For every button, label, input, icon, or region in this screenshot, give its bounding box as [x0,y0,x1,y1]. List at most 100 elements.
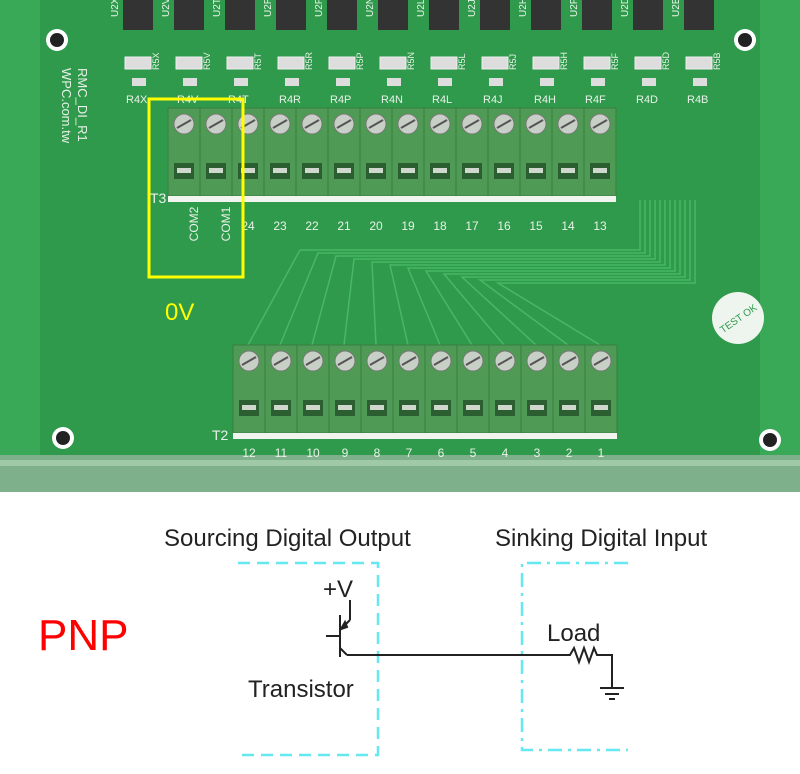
optocoupler: U2F R4F R5F [569,0,620,106]
ic-label: U2T [212,0,223,17]
resistor-label: R5F [610,52,620,70]
terminal-screw[interactable] [327,107,361,197]
terminal-screw[interactable] [360,344,394,434]
pcb-photo: U2XR4XR5XU2VR4VR5VU2TR4TR5TU2RR4RR5RU2PR… [0,0,800,492]
pin-label: COM1 [219,206,233,241]
resistor-label: R5X [151,52,161,70]
terminal-screw[interactable] [392,344,426,434]
ic-label: U2N [365,0,376,17]
terminal-screw[interactable] [584,344,618,434]
highlight-label: 0V [165,299,194,326]
pin-label: 12 [242,446,256,460]
pin-label: 19 [401,219,415,233]
terminal-screw[interactable] [519,107,553,197]
resistor-label: R5B [712,52,722,70]
right-title: Sinking Digital Input [495,525,707,552]
wiring-diagram: PNP Sourcing Digital Output Sinking Digi… [38,525,707,757]
ic-label: U2X [110,0,121,17]
optocoupler: U2P R4P R5P [314,0,365,106]
pin-label: 6 [438,446,445,460]
resistor-label: R5D [661,51,671,70]
terminal-screw[interactable] [423,107,457,197]
optocoupler: U2B R4B R5B [671,0,722,106]
left-title: Sourcing Digital Output [164,525,411,552]
resistor-label: R4F [585,94,606,106]
pin-label: 14 [561,219,575,233]
pin-label: 1 [598,446,605,460]
terminal-screw[interactable] [232,344,266,434]
transistor-symbol [326,600,351,657]
terminal-screw[interactable] [455,107,489,197]
test-ok-sticker: TEST OK [712,292,764,344]
terminal-screw[interactable] [487,107,521,197]
resistor-label: R4D [636,94,658,106]
resistor-label: R4B [687,94,708,106]
pin-label: 22 [305,219,319,233]
pin-label: 7 [406,446,413,460]
pin-label: 24 [241,219,255,233]
terminal-screw[interactable] [359,107,393,197]
pin-label: COM2 [187,206,201,241]
resistor-label: R4R [279,94,301,106]
rail-left [0,0,40,470]
pin-label: 23 [273,219,287,233]
load-label: Load [547,620,600,647]
terminal-screw[interactable] [488,344,522,434]
wire-and-load [347,645,613,688]
ic-label: U2F [569,0,580,17]
terminal-screw[interactable] [583,107,617,197]
terminal-screw[interactable] [263,107,297,197]
pin-label: 9 [342,446,349,460]
terminal-screw[interactable] [295,107,329,197]
terminal-screw[interactable] [264,344,298,434]
ic-label: U2B [671,0,682,17]
resistor-label: R4L [432,94,452,106]
rail-right [760,0,800,470]
resistor-label: R4H [534,94,556,106]
terminal-screw[interactable] [199,107,233,197]
terminal-screw[interactable] [551,107,585,197]
terminal-screw[interactable] [391,107,425,197]
supply-label: +V [323,576,353,603]
board-name: RMC_DI_R1 [75,68,90,142]
resistor-label: R5R [304,51,314,70]
terminal-screw[interactable] [424,344,458,434]
terminal-screw[interactable] [167,107,201,197]
ic-label: U2V [161,0,172,17]
pin-label: 21 [337,219,351,233]
pin-label: 10 [306,446,320,460]
pin-label: 18 [433,219,447,233]
pnp-label: PNP [38,611,128,660]
optocoupler: U2N R4N R5N [365,0,416,106]
terminal-screw[interactable] [520,344,554,434]
ic-label: U2P [314,0,325,17]
terminal-screw[interactable] [456,344,490,434]
highlight-box [147,97,245,279]
resistor-label: R5L [457,53,467,70]
resistor-label: R5J [508,54,518,70]
resistor-label: R4P [330,94,351,106]
pin-label: 13 [593,219,607,233]
pin-label: 8 [374,446,381,460]
resistor-label: R5H [559,52,569,70]
pin-label: 4 [502,446,509,460]
pin-label: 3 [534,446,541,460]
resistor-label: R5N [406,52,416,70]
ic-label: U2J [467,0,478,17]
terminal-screw[interactable] [328,344,362,434]
terminal-screw[interactable] [552,344,586,434]
terminal-screw[interactable] [231,107,265,197]
terminal-screw[interactable] [296,344,330,434]
resistor-label: R5P [355,52,365,70]
pin-label: 2 [566,446,573,460]
resistor-label: R4N [381,94,403,106]
pin-label: 20 [369,219,383,233]
